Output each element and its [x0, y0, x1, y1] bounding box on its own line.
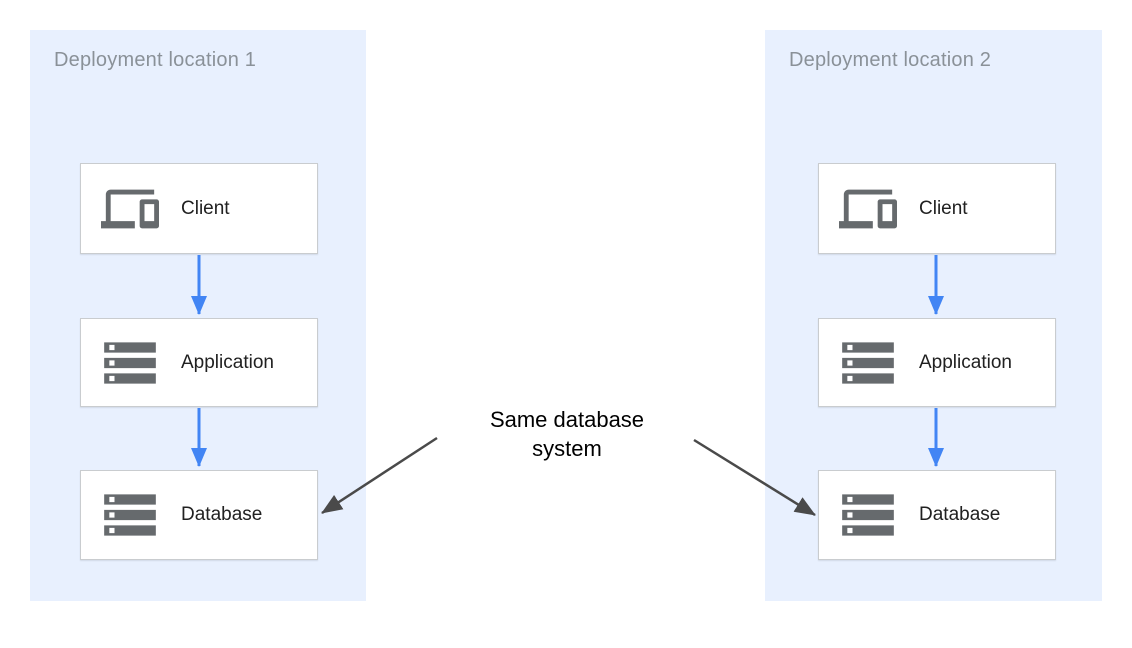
deployment-panel-2: Deployment location 2 Client Application: [765, 30, 1102, 601]
node-database-2: Database: [818, 470, 1056, 560]
panel-title: Deployment location 2: [789, 49, 992, 71]
node-client-2: Client: [818, 163, 1056, 254]
node-label: Client: [181, 197, 230, 219]
node-application-1: Application: [80, 318, 318, 407]
storage-icon: [98, 332, 162, 394]
node-application-2: Application: [818, 318, 1056, 407]
node-label: Client: [919, 197, 968, 219]
panel-title: Deployment location 1: [54, 49, 257, 71]
node-database-1: Database: [80, 470, 318, 560]
annotation-line: system: [532, 436, 602, 461]
storage-icon: [836, 484, 900, 546]
node-label: Application: [181, 351, 274, 373]
node-label: Database: [181, 504, 263, 525]
devices-icon: [98, 180, 162, 238]
node-label: Application: [919, 351, 1012, 373]
annotation-same-database-system: Same database system: [467, 405, 667, 463]
devices-icon: [836, 180, 900, 238]
storage-icon: [98, 484, 162, 546]
node-label: Database: [919, 504, 1001, 525]
annotation-line: Same database: [489, 407, 645, 432]
node-client-1: Client: [80, 163, 318, 254]
storage-icon: [836, 332, 900, 394]
deployment-panel-1: Deployment location 1 Client Application: [30, 30, 366, 601]
